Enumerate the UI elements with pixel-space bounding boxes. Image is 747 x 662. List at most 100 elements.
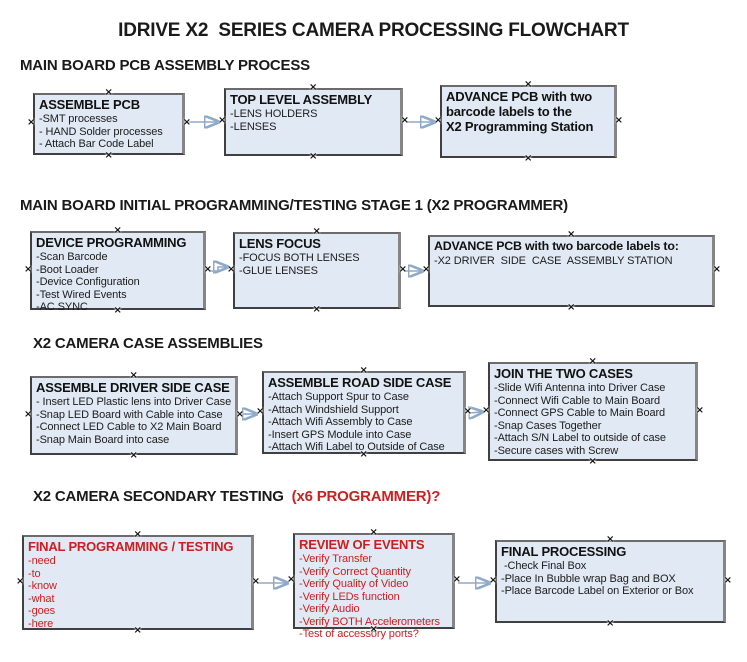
box-item: - Insert LED Plastic lens into Driver Ca… [36, 396, 232, 408]
page-title: IDRIVE X2 SERIES CAMERA PROCESSING FLOWC… [118, 20, 629, 41]
connection-handle-icon: × [524, 153, 533, 164]
box-item: -Snap Cases Together [494, 419, 602, 432]
connection-handle-icon: × [16, 575, 25, 587]
box-item: -Place In Bubble wrap Bag and BOX [501, 572, 676, 585]
box-items: -X2 DRIVER SIDE CASE ASSEMBLY STATION [434, 255, 712, 268]
connector-device-to-lensfocus[interactable] [209, 267, 226, 271]
connection-handle-icon: × [398, 263, 407, 275]
box-items: -Check Final Box-Place In Bubble wrap Ba… [501, 560, 723, 598]
box-items: -Scan Barcode-Boot Loader-Device Configu… [36, 251, 203, 314]
box-assemble-pcb[interactable]: ASSEMBLE PCB -SMT processes- HAND Solder… [27, 88, 191, 161]
box-item: -SMT processes [39, 113, 118, 125]
box-assemble-driver-side-case[interactable]: ASSEMBLE DRIVER SIDE CASE - Insert LED P… [24, 371, 244, 461]
connection-handle-icon: × [712, 264, 721, 275]
box-item: -Secure cases with Screw [494, 444, 619, 457]
box-items: -LENS HOLDERS-LENSES [230, 108, 400, 133]
box-item: - HAND Solder processes [39, 125, 163, 138]
connection-handle-icon: × [695, 404, 704, 416]
box-advance-pcb-programming-station[interactable]: ADVANCE PCB with two barcode labels to t… [434, 80, 623, 164]
box-item: -Attach Wifi Assembly to Case [268, 416, 413, 428]
box-item: -Connect LED Cable to X2 Main Board [36, 421, 222, 433]
box-item: -Check Final Box [501, 560, 587, 572]
box-top-level-assembly[interactable]: TOP LEVEL ASSEMBLY -LENS HOLDERS-LENSES … [218, 83, 409, 162]
box-item: -Attach Support Spur to Case [268, 391, 409, 403]
box-title: FINAL PROGRAMMING / TESTING [28, 539, 234, 554]
connection-handle-icon: × [203, 263, 212, 275]
box-items: -need-to-know-what-goes-here [28, 555, 251, 630]
section-heading-pcb-assembly: MAIN BOARD PCB ASSEMBLY PROCESS [20, 57, 310, 74]
box-items: - Insert LED Plastic lens into Driver Ca… [36, 396, 235, 446]
box-title: ASSEMBLE PCB [39, 97, 140, 112]
box-title: FINAL PROCESSING [501, 544, 627, 559]
box-items: -FOCUS BOTH LENSES-GLUE LENSES [239, 252, 398, 277]
box-assemble-road-side-case[interactable]: ASSEMBLE ROAD SIDE CASE -Attach Support … [256, 366, 472, 460]
box-items: -SMT processes- HAND Solder processes- A… [39, 113, 182, 151]
connection-handle-icon: × [463, 405, 472, 417]
connection-handle-icon: × [182, 117, 191, 128]
connection-handle-icon: × [614, 114, 623, 126]
box-item: -to [28, 567, 41, 580]
box-title: REVIEW OF EVENTS [299, 537, 425, 552]
box-item: -Verify Quality of Video [299, 578, 409, 590]
box-item: - Attach Bar Code Label [39, 138, 154, 150]
box-title: ASSEMBLE DRIVER SIDE CASE [36, 380, 230, 395]
box-title: TOP LEVEL ASSEMBLY [230, 92, 373, 107]
connection-handle-icon: × [24, 408, 33, 420]
box-item: -Snap LED Board with Cable into Case [36, 408, 223, 421]
box-final-programming-testing[interactable]: FINAL PROGRAMMING / TESTING -need-to-kno… [16, 530, 260, 636]
box-item: -Attach Windshield Support [268, 403, 399, 416]
box-item: -Verify Transfer [299, 553, 372, 565]
box-item: -AC SYNC [36, 301, 88, 313]
box-item: -Connect Wifi Cable to Main Board [494, 394, 661, 407]
box-title: LENS FOCUS [239, 236, 321, 251]
box-review-of-events[interactable]: REVIEW OF EVENTS -Verify Transfer-Verify… [287, 528, 461, 641]
box-title: ASSEMBLE ROAD SIDE CASE [268, 375, 452, 390]
connection-handle-icon: × [422, 264, 431, 275]
box-title: ADVANCE PCB with two barcode labels to: [434, 239, 679, 253]
box-item: -what [28, 592, 55, 605]
box-item: -Device Configuration [36, 276, 140, 288]
connection-handle-icon: × [723, 574, 732, 586]
box-title: ADVANCE PCB with two barcode labels to t… [446, 89, 594, 134]
box-items: -Slide Wifi Antenna into Driver Case-Con… [494, 382, 695, 457]
box-join-the-two-cases[interactable]: JOIN THE TWO CASES -Slide Wifi Antenna i… [482, 357, 704, 467]
connection-handle-icon: × [434, 114, 443, 126]
connection-handle-icon: × [235, 408, 244, 420]
box-title: JOIN THE TWO CASES [494, 366, 633, 381]
box-final-processing[interactable]: FINAL PROCESSING -Check Final Box-Place … [489, 535, 732, 629]
box-device-programming[interactable]: DEVICE PROGRAMMING -Scan Barcode-Boot Lo… [24, 226, 212, 316]
box-item: -LENSES [230, 120, 277, 133]
box-item: -Test Wired Events [36, 288, 127, 301]
connection-handle-icon: × [312, 304, 321, 315]
box-item: -X2 DRIVER SIDE CASE ASSEMBLY STATION [434, 255, 673, 267]
box-item: -Connect GPS Cable to Main Board [494, 407, 666, 419]
connection-handle-icon: × [309, 151, 318, 162]
box-item: -Insert GPS Module into Case [268, 428, 412, 441]
section-heading-secondary-testing: X2 CAMERA SECONDARY TESTING (x6 PROGRAMM… [33, 488, 440, 505]
box-items: -Attach Support Spur to Case-Attach Wind… [268, 391, 463, 454]
connection-handle-icon: × [104, 150, 113, 161]
box-item: -FOCUS BOTH LENSES [239, 252, 360, 264]
connection-handle-icon: × [400, 115, 409, 126]
section-heading-red-text: (x6 PROGRAMMER)? [287, 488, 441, 505]
connection-handle-icon: × [256, 405, 265, 417]
connection-handle-icon: × [27, 117, 36, 128]
box-item: -Verify Correct Quantity [299, 565, 411, 578]
connection-handle-icon: × [452, 574, 461, 585]
box-item: -Snap Main Board into case [36, 433, 170, 446]
box-item: -Verify BOTH Accelerometers [299, 615, 440, 628]
connection-handle-icon: × [606, 618, 615, 629]
connection-handle-icon: × [227, 263, 236, 275]
box-item: -Test of accessory ports? [299, 628, 419, 640]
connector-road-to-join[interactable] [469, 412, 481, 413]
box-item: -here [28, 617, 54, 630]
section-heading-initial-programming: MAIN BOARD INITIAL PROGRAMMING/TESTING S… [20, 197, 568, 214]
connection-handle-icon: × [24, 263, 33, 275]
section-heading-case-assemblies: X2 CAMERA CASE ASSEMBLIES [33, 335, 263, 352]
connection-handle-icon: × [489, 574, 498, 586]
connection-handle-icon: × [482, 404, 491, 416]
box-title: DEVICE PROGRAMMING [36, 235, 187, 250]
box-lens-focus[interactable]: LENS FOCUS -FOCUS BOTH LENSES-GLUE LENSE… [227, 227, 407, 315]
connection-handle-icon: × [567, 302, 576, 313]
box-advance-pcb-driver-station[interactable]: ADVANCE PCB with two barcode labels to: … [422, 230, 721, 313]
